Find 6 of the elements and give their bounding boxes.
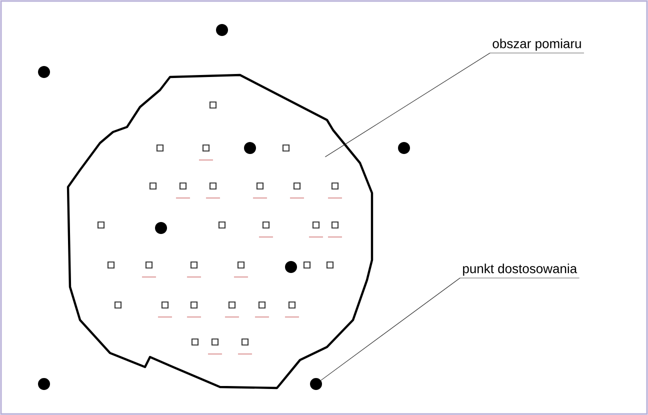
adjustment-point <box>310 378 322 390</box>
leader-line <box>320 278 460 381</box>
measurement-area-outline <box>66 74 374 390</box>
callout-label: obszar pomiaru <box>490 38 584 54</box>
leader-line <box>324 52 490 158</box>
callout-label: punkt dostosowania <box>460 264 580 278</box>
